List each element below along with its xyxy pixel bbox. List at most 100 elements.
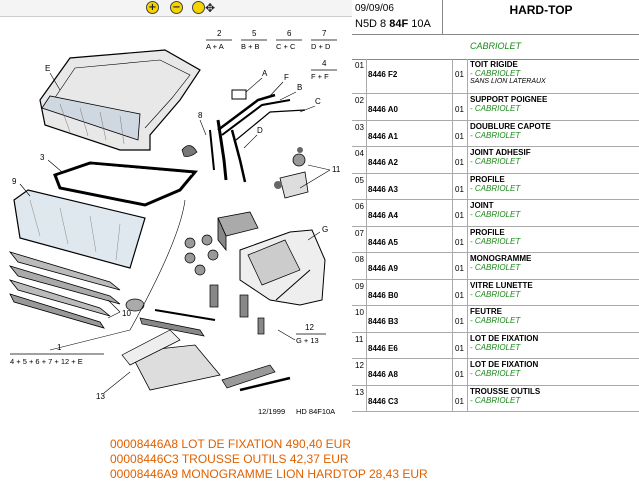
callout-label: E xyxy=(45,64,50,73)
part-reference[interactable]: 8446 A1 xyxy=(368,131,398,141)
zoom-in-icon[interactable]: + xyxy=(146,1,159,14)
header-ref-suffix: 10A xyxy=(411,18,431,30)
group-label-formula: A + A xyxy=(206,42,224,51)
part-quantity: 01 xyxy=(455,370,464,379)
header-ref-prefix: N5D 8 xyxy=(355,18,387,30)
callout-label: 8 xyxy=(198,111,203,120)
callout-label: C xyxy=(315,97,321,106)
diagram-footer-date: 12/1999 xyxy=(258,407,285,416)
part-description: LOT DE FIXATION xyxy=(470,360,539,369)
page-title: HARD-TOP xyxy=(509,3,573,17)
table-row[interactable]: 13 8446 C3 01 TROUSSE OUTILS- CABRIOLET xyxy=(352,385,639,412)
part-reference[interactable]: 8446 F2 xyxy=(368,70,398,79)
price-line: 00008446A8 LOT DE FIXATION 490,40 EUR xyxy=(110,437,352,451)
part-description: JOINT xyxy=(470,201,494,210)
row-index: 05 xyxy=(355,175,364,185)
part-description: PROFILE xyxy=(470,227,505,237)
row-index: 01 xyxy=(355,61,364,70)
part-variant: - CABRIOLET xyxy=(470,289,521,299)
header-info: 09/09/06 N5D 8 84F 10A xyxy=(352,0,443,34)
part-description: JOINT ADHESIF xyxy=(470,148,531,157)
part-reference[interactable]: 8446 E6 xyxy=(368,343,398,353)
parts-diagram[interactable]: + − ✥ 2 A + A 5 B + B 6 C + C 7 D + D 4 … xyxy=(0,0,353,425)
part-quantity: 01 xyxy=(455,70,464,79)
callout-label: 13 xyxy=(96,392,105,401)
part-quantity: 01 xyxy=(455,105,464,114)
group-label-num: 4 xyxy=(322,59,327,68)
table-row[interactable]: 09 8446 B0 01 VITRE LUNETTE- CABRIOLET xyxy=(352,279,639,306)
part-variant: - CABRIOLET xyxy=(470,104,521,113)
parts-panel: 09/09/06 N5D 8 84F 10A HARD-TOP CABRIOLE… xyxy=(352,0,639,425)
row-index: 12 xyxy=(355,361,364,370)
callout-label: 9 xyxy=(12,177,17,186)
group-label-num: 6 xyxy=(287,29,292,38)
zoom-area-icon[interactable] xyxy=(192,1,205,14)
part-reference[interactable]: 8446 A9 xyxy=(368,264,398,273)
part-quantity: 01 xyxy=(455,343,464,353)
part-quantity: 01 xyxy=(455,211,464,220)
part-variant: - CABRIOLET xyxy=(470,342,521,352)
zoom-out-icon[interactable]: − xyxy=(170,1,183,14)
part-reference[interactable]: 8446 A4 xyxy=(368,211,398,220)
part-quantity: 01 xyxy=(455,264,464,273)
callout-label: G xyxy=(322,225,328,234)
part-description: MONOGRAMME xyxy=(470,254,532,263)
part-quantity: 01 xyxy=(455,158,464,167)
row-index: 10 xyxy=(355,308,364,317)
part-description: SUPPORT POIGNEE xyxy=(470,95,548,104)
row-index: 11 xyxy=(355,334,364,344)
part-quantity: 01 xyxy=(455,237,464,247)
part-variant: - CABRIOLET xyxy=(470,183,521,193)
part-reference[interactable]: 8446 A2 xyxy=(368,158,398,167)
row-index: 03 xyxy=(355,122,364,132)
part-quantity: 01 xyxy=(455,317,464,326)
part-reference[interactable]: 8446 A0 xyxy=(368,105,398,114)
row-index: 09 xyxy=(355,281,364,291)
section-title: CABRIOLET xyxy=(352,34,639,60)
part-description: VITRE LUNETTE xyxy=(470,280,533,290)
group-label-num: 2 xyxy=(217,29,222,38)
table-row[interactable]: 08 8446 A9 01 MONOGRAMME- CABRIOLET xyxy=(352,253,639,280)
part-reference[interactable]: 8446 C3 xyxy=(368,396,399,406)
part-quantity: 01 xyxy=(455,290,464,300)
callout-label: A xyxy=(262,69,268,78)
part-variant: - CABRIOLET xyxy=(470,157,521,166)
part-description: FEUTRE xyxy=(470,307,502,316)
part-variant: - CABRIOLET xyxy=(470,263,521,272)
part-quantity: 01 xyxy=(455,396,464,406)
pan-icon[interactable]: ✥ xyxy=(204,1,216,15)
diagram-toolbar: + − ✥ xyxy=(0,0,352,17)
callout-label: 10 xyxy=(122,309,131,318)
row-index: 13 xyxy=(355,387,364,397)
price-line: 00008446A9 MONOGRAMME LION HARDTOP 28,43… xyxy=(110,467,428,481)
part-reference[interactable]: 8446 A5 xyxy=(368,237,398,247)
part-description: PROFILE xyxy=(470,174,505,184)
group-label-num: 7 xyxy=(322,29,327,38)
diagram-footer-ref: HD 84F10A xyxy=(296,407,335,416)
callout-label: 3 xyxy=(40,153,45,162)
group-label-formula: C + C xyxy=(276,42,296,51)
part-reference[interactable]: 8446 A3 xyxy=(368,184,398,194)
panel-header: 09/09/06 N5D 8 84F 10A HARD-TOP xyxy=(352,0,639,35)
part-reference[interactable]: 8446 A8 xyxy=(368,370,398,379)
part-variant: - CABRIOLET xyxy=(470,395,521,405)
part-variant: - CABRIOLET xyxy=(470,130,521,140)
part-description: TROUSSE OUTILS xyxy=(470,386,541,396)
part-note: SANS LION LATERAUX xyxy=(470,78,546,85)
part-reference[interactable]: 8446 B3 xyxy=(368,317,399,326)
part-reference[interactable]: 8446 B0 xyxy=(368,290,399,300)
group-label-num: 12 xyxy=(305,323,314,332)
group-label-formula: D + D xyxy=(311,42,331,51)
row-index: 08 xyxy=(355,255,364,264)
